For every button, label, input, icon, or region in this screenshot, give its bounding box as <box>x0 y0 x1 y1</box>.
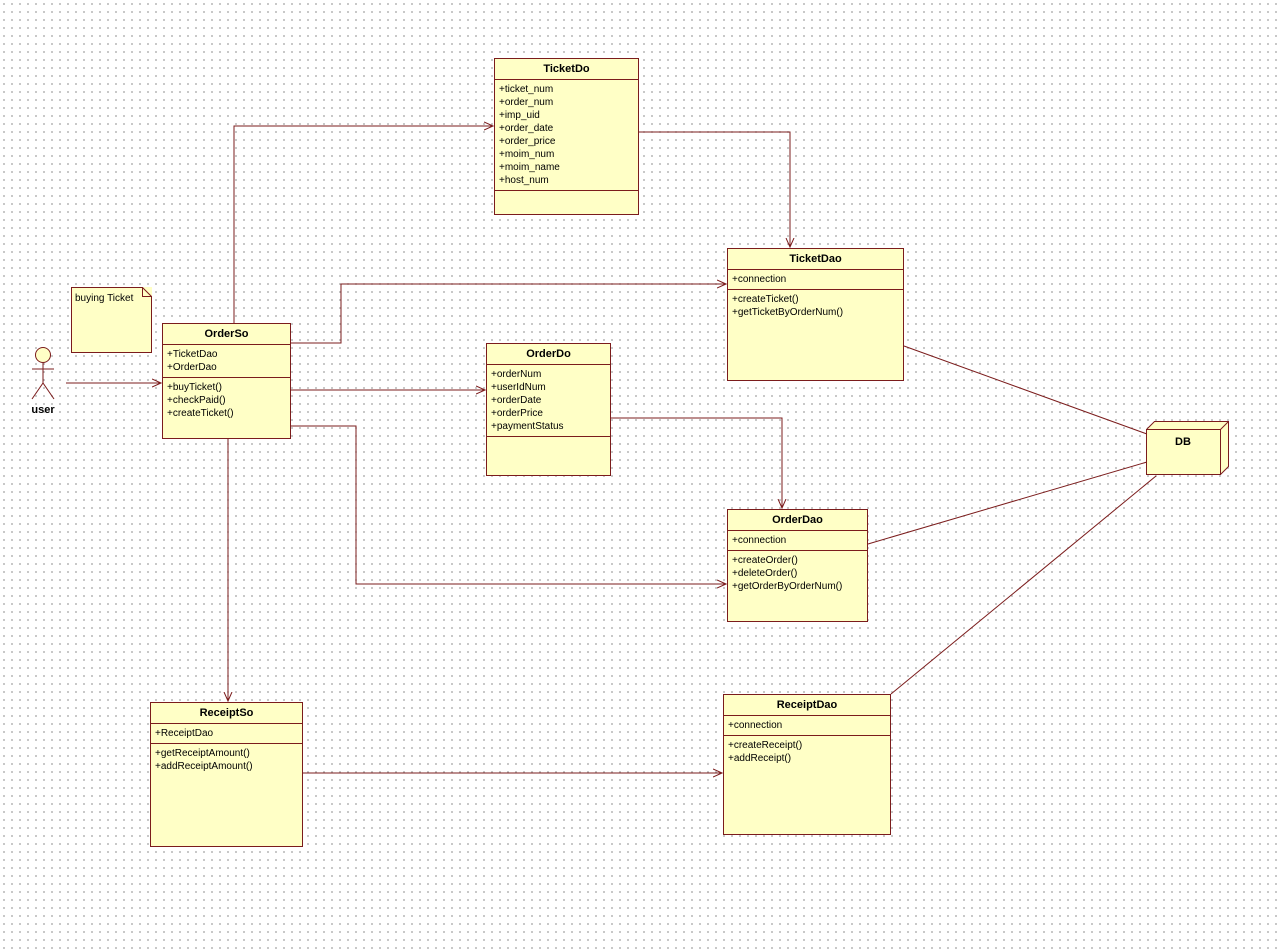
operation-compartment: +createTicket() +getTicketByOrderNum() <box>728 290 903 322</box>
class-operation: +deleteOrder() <box>732 568 798 579</box>
class-operation: +addReceiptAmount() <box>155 761 253 772</box>
attribute-compartment: +ReceiptDao <box>151 724 302 744</box>
operation-compartment <box>495 191 638 207</box>
class-operation: +getReceiptAmount() <box>155 748 250 759</box>
class-name: ReceiptSo <box>151 703 302 724</box>
class-operation: +createTicket() <box>167 408 234 419</box>
note-text: buying Ticket <box>75 293 134 304</box>
actor-user[interactable]: user <box>26 346 60 422</box>
class-operation: +createOrder() <box>732 555 798 566</box>
class-operation: +createReceipt() <box>728 740 803 751</box>
class-name: ReceiptDao <box>724 695 890 716</box>
node-label: DB <box>1175 436 1191 448</box>
class-name: OrderDao <box>728 510 867 531</box>
class-attribute: +orderPrice <box>491 408 543 419</box>
class-attribute: +order_date <box>499 123 554 134</box>
class-receiptdao[interactable]: ReceiptDao +connection +createReceipt()+… <box>723 694 891 835</box>
class-ticketdao[interactable]: TicketDao +connection +createTicket() +ge… <box>727 248 904 381</box>
edge-ticketdo-to-ticketdao[interactable] <box>638 131 790 247</box>
class-orderso[interactable]: OrderSo +TicketDao +OrderDao +buyTicket()… <box>162 323 291 439</box>
class-attribute: +connection <box>732 274 787 285</box>
attribute-compartment: +ticket_num +order_num +imp_uid +order_date… <box>495 80 638 191</box>
edge-ticketdao-db[interactable] <box>903 345 1148 435</box>
class-operation: +createTicket() <box>732 294 799 305</box>
class-attribute: +host_num <box>499 175 549 186</box>
edge-orderso-to-orderdao[interactable] <box>291 425 726 584</box>
class-orderdao[interactable]: OrderDao +connection +createOrder() +dele… <box>727 509 868 622</box>
edge-orderdao-db[interactable] <box>867 461 1148 545</box>
actor-icon <box>31 347 55 400</box>
operation-compartment: +buyTicket() +checkPaid() +createTicket() <box>163 378 290 423</box>
class-operation: +addReceipt() <box>728 753 792 764</box>
node-shape <box>1146 421 1229 476</box>
operation-compartment: +getReceiptAmount() +addReceiptAmount() <box>151 744 302 776</box>
class-name: TicketDao <box>728 249 903 270</box>
class-attribute: +ReceiptDao <box>155 728 214 739</box>
edge-orderso-to-ticketdao[interactable] <box>291 284 726 344</box>
attribute-compartment: +connection <box>728 270 903 290</box>
class-attribute: +connection <box>732 535 787 546</box>
class-attribute: +imp_uid <box>499 110 540 121</box>
note-buying-ticket[interactable]: buying Ticket <box>71 287 152 353</box>
class-attribute: +TicketDao <box>167 349 218 360</box>
class-receiptso[interactable]: ReceiptSo +ReceiptDao +getReceiptAmount(… <box>150 702 303 847</box>
attribute-compartment: +TicketDao +OrderDao <box>163 345 290 378</box>
note-shape <box>71 287 152 353</box>
class-operation: +getOrderByOrderNum() <box>732 581 843 592</box>
edge-orderdo-to-orderdao[interactable] <box>611 417 782 508</box>
class-attribute: +OrderDao <box>167 362 217 373</box>
attribute-compartment: +connection <box>724 716 890 736</box>
class-orderdo[interactable]: OrderDo +orderNum+userIdNum+orderDate+or… <box>486 343 611 476</box>
class-name: OrderSo <box>163 324 290 345</box>
class-attribute: +orderNum <box>491 369 542 380</box>
class-attribute: +moim_num <box>499 149 555 160</box>
class-attribute: +orderDate <box>491 395 542 406</box>
edge-receiptdao-db[interactable] <box>890 475 1157 695</box>
class-attribute: +userIdNum <box>491 382 546 393</box>
class-attribute: +paymentStatus <box>491 421 564 432</box>
attribute-compartment: +connection <box>728 531 867 551</box>
class-attribute: +connection <box>728 720 783 731</box>
node-db[interactable]: DB <box>1146 421 1230 477</box>
class-name: TicketDo <box>495 59 638 80</box>
operation-compartment: +createReceipt() +addReceipt() <box>724 736 890 768</box>
class-attribute: +order_price <box>499 136 556 147</box>
class-attribute: +ticket_num <box>499 84 554 95</box>
class-name: OrderDo <box>487 344 610 365</box>
class-operation: +checkPaid() <box>167 395 226 406</box>
operation-compartment: +createOrder() +deleteOrder() +getOrderByO… <box>728 551 867 596</box>
class-operation: +buyTicket() <box>167 382 222 393</box>
actor-label: user <box>31 404 55 416</box>
attribute-compartment: +orderNum +userIdNum +orderDate +orderPrice… <box>487 365 610 437</box>
operation-compartment <box>487 437 610 453</box>
class-ticketdo[interactable]: TicketDo +ticket_num +order_num +imp_uid +o… <box>494 58 639 215</box>
class-operation: +getTicketByOrderNum() <box>732 307 844 318</box>
edge-orderso-to-ticketdo[interactable] <box>233 126 493 323</box>
class-attribute: +moim_name <box>499 162 560 173</box>
class-attribute: +order_num <box>499 97 554 108</box>
